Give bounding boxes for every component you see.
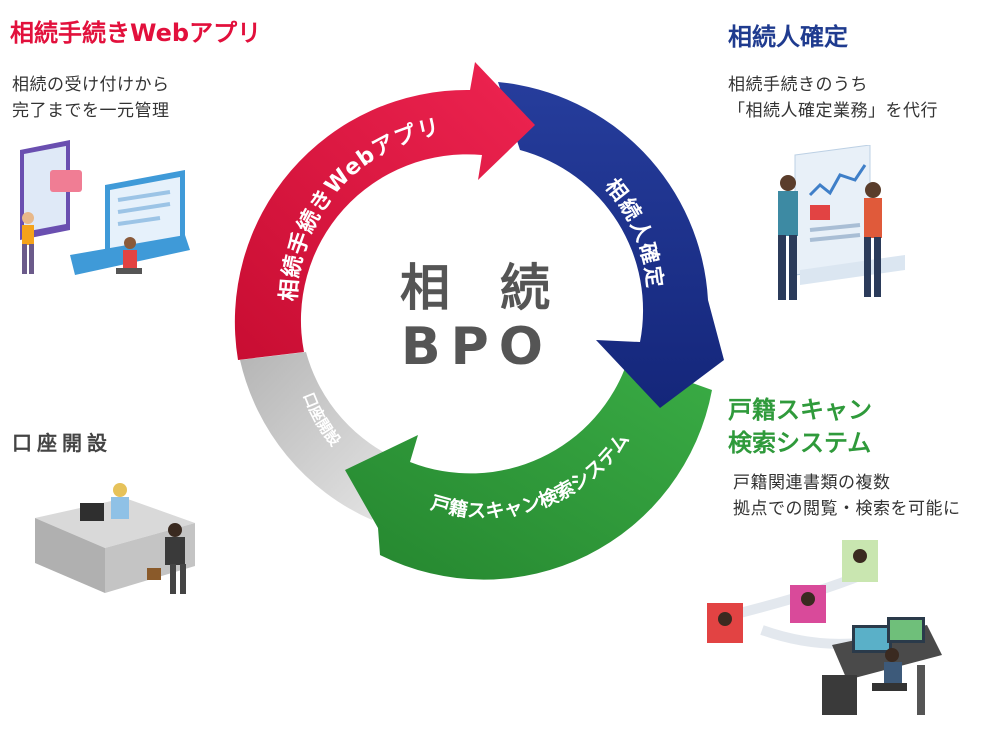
center-label-top: 相 続	[400, 259, 550, 317]
koseki-title: 戸籍スキャン 検索システム	[728, 394, 872, 460]
koza-title: 口座開設	[12, 431, 112, 455]
heir-desc-line: 相続手続きのうち	[728, 75, 868, 95]
center-label-bpo: BPO	[401, 317, 553, 377]
koseki-title-line: 検索システム	[728, 429, 872, 457]
koseki-description: 戸籍関連書類の複数 拠点での閲覧・検索を可能に	[733, 470, 961, 522]
heir-title: 相続人確定	[728, 23, 848, 51]
koseki-title-line: 戸籍スキャン	[728, 396, 872, 424]
webapp-description: 相続の受け付けから 完了までを一元管理	[12, 72, 170, 124]
koseki-illustration	[707, 540, 942, 715]
webapp-title: 相続手続きWebアプリ	[10, 19, 262, 47]
segment-webapp-arrow	[234, 62, 535, 360]
segment-koseki-arrow	[345, 360, 712, 580]
segment-heir-arrow	[498, 82, 724, 408]
koza-illustration	[35, 483, 195, 594]
webapp-desc-line: 相続の受け付けから	[12, 75, 170, 95]
heir-desc-line: 「相続人確定業務」を代行	[728, 101, 938, 121]
koseki-desc-line: 拠点での閲覧・検索を可能に	[733, 499, 961, 519]
webapp-illustration	[20, 140, 190, 275]
koseki-desc-line: 戸籍関連書類の複数	[733, 473, 891, 493]
webapp-desc-line: 完了までを一元管理	[12, 101, 170, 121]
heir-description: 相続手続きのうち 「相続人確定業務」を代行	[728, 72, 938, 124]
heir-illustration	[778, 145, 905, 300]
